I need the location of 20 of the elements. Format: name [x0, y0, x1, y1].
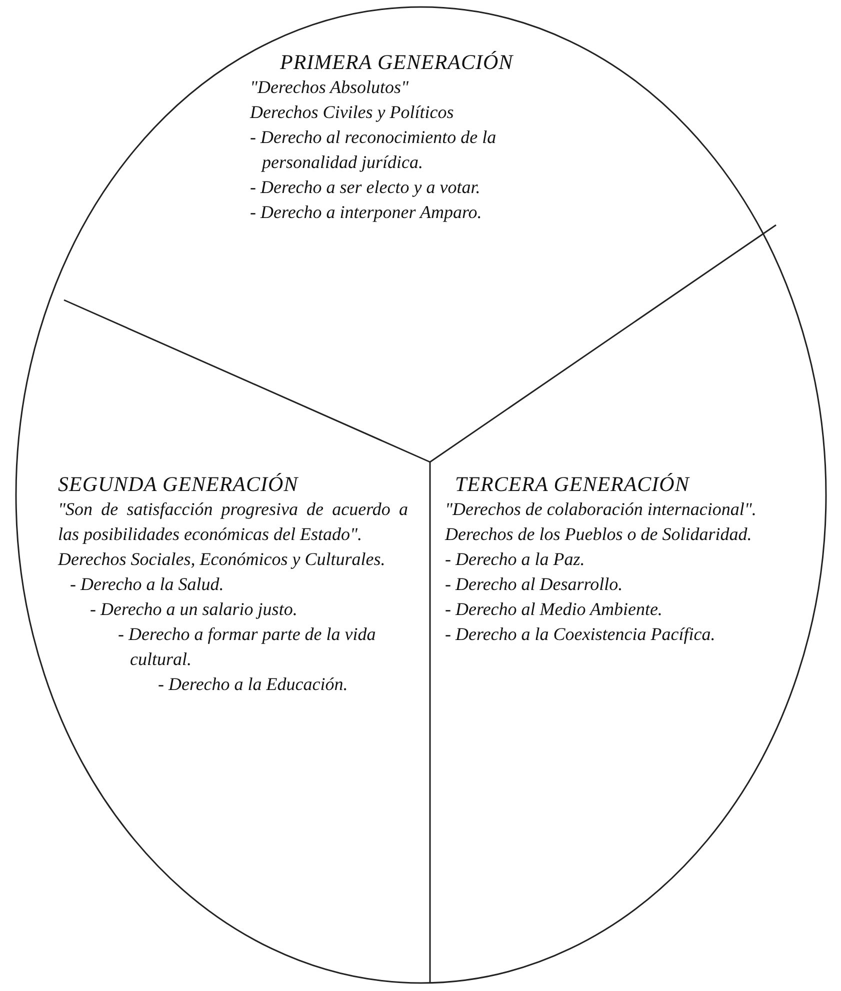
list-item: - Derecho al reconocimiento de la personalidad jurídica. [250, 126, 498, 174]
quote-text: "Derechos de colaboración internacional". [445, 498, 758, 521]
list-item: - Derecho a formar parte de la vida cultural. [118, 623, 377, 671]
list-item: - Derecho a la Educación. [158, 673, 349, 696]
list-item: - Derecho a un salario justo. [90, 598, 298, 621]
list-item: - Derecho a la Salud. [70, 573, 225, 596]
section-heading: SEGUNDA GENERACIÓN [58, 472, 300, 497]
category-text: Derechos Civiles y Políticos [250, 101, 455, 124]
list-item: - Derecho a interponer Amparo. [250, 201, 483, 224]
list-item: - Derecho a la Paz. [445, 548, 586, 571]
section-heading: PRIMERA GENERACIÓN [280, 50, 514, 75]
section-heading: TERCERA GENERACIÓN [455, 472, 691, 497]
list-item: - Derecho a ser electo y a votar. [250, 176, 482, 199]
category-text: Derechos de los Pueblos o de Solidaridad. [445, 523, 753, 546]
list-item: - Derecho al Desarrollo. [445, 573, 624, 596]
list-item: - Derecho al Medio Ambiente. [445, 598, 664, 621]
category-text: Derechos Sociales, Económicos y Culturales. [58, 548, 386, 571]
quote-text: "Son de satisfacción progresiva de acuerdo a las posibilidades económicas del Estado". [58, 498, 408, 546]
list-item: - Derecho a la Coexistencia Pacífica. [445, 623, 716, 646]
quote-text: "Derechos Absolutos" [250, 76, 410, 99]
